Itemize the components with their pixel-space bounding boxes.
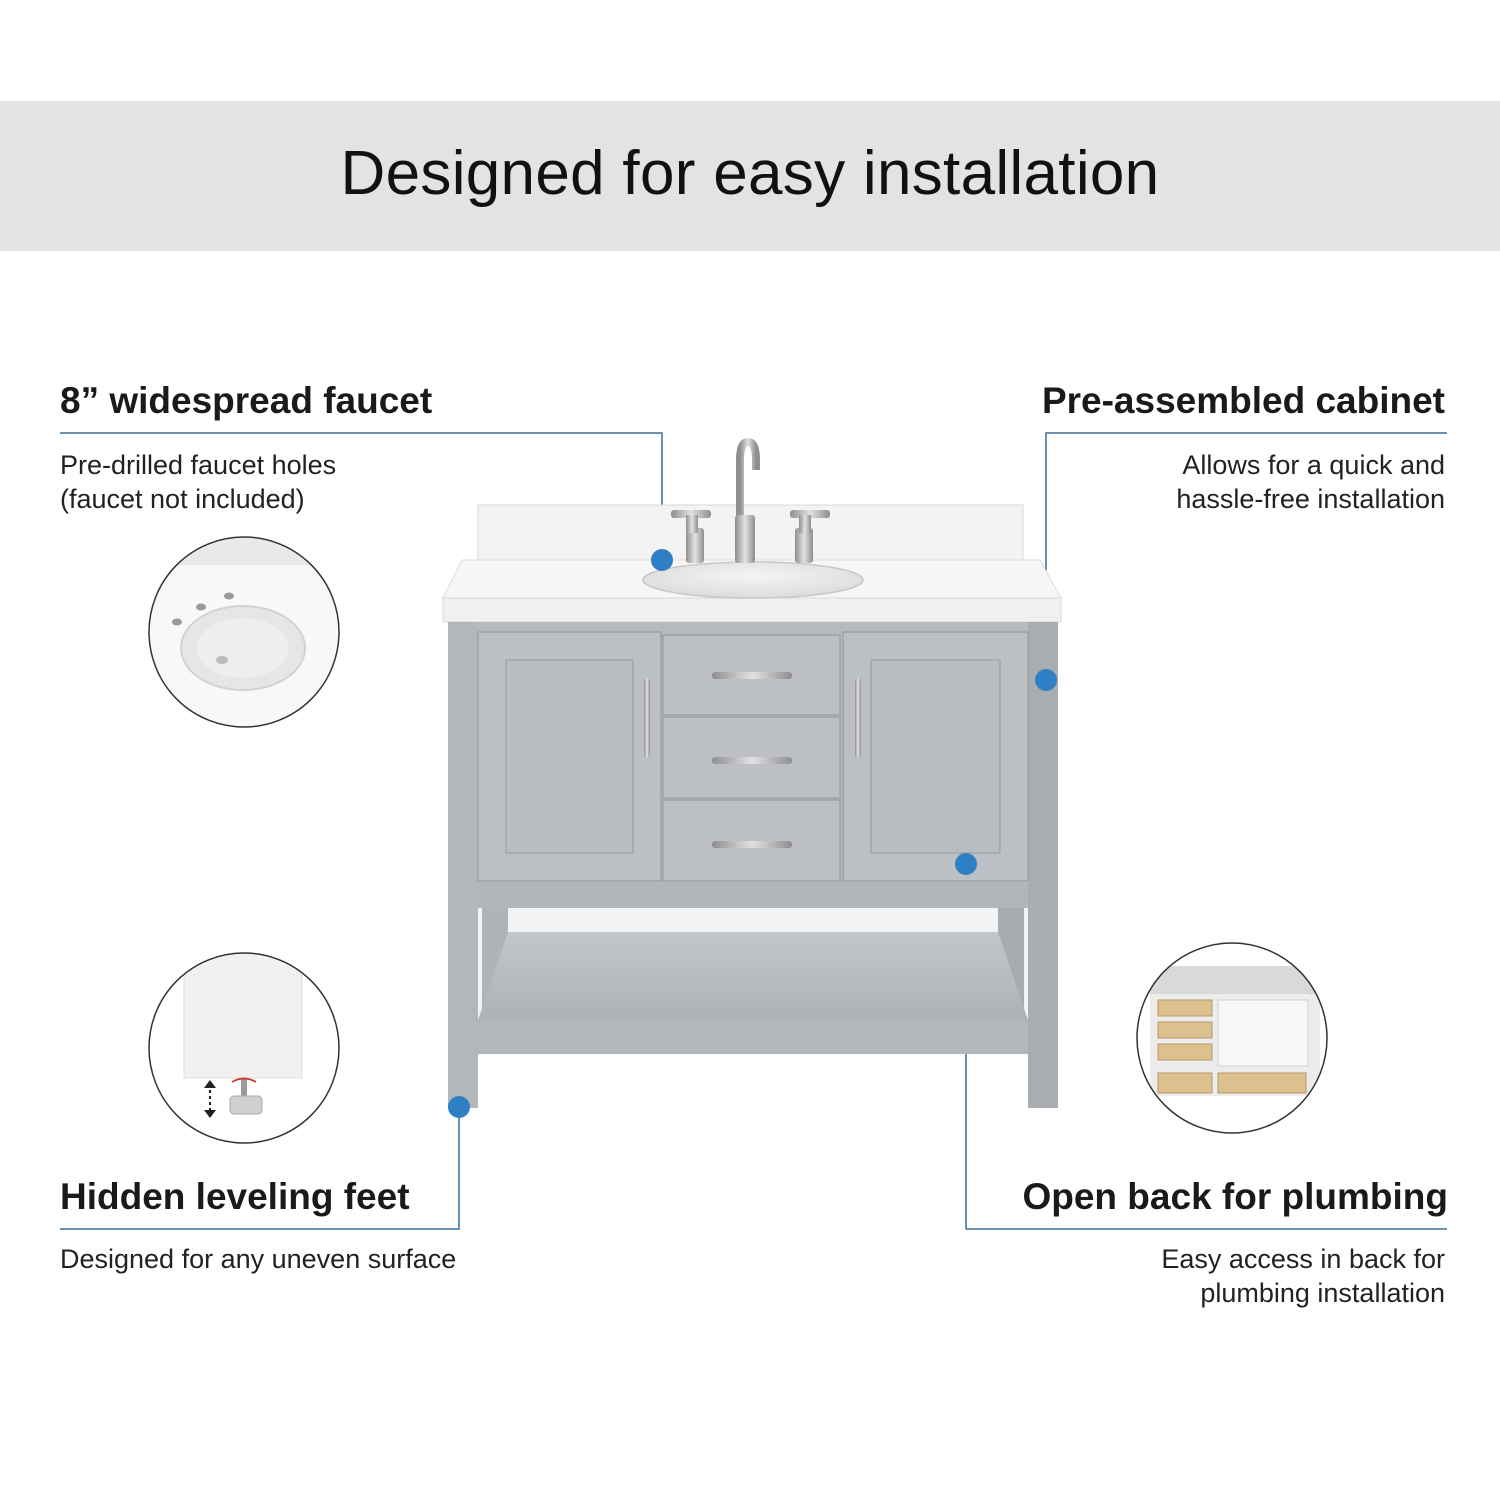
faucet-desc-line-1: Pre-drilled faucet holes <box>60 450 337 480</box>
drawer-bottom <box>662 799 841 882</box>
bottom-shelf <box>478 932 1028 1020</box>
plumbing-callout-dot <box>955 853 977 875</box>
callout-dots <box>448 549 1057 1118</box>
cabinet-handles <box>644 672 861 848</box>
plumbing-feature-title: Open back for plumbing <box>1022 1176 1448 1217</box>
page-title: Designed for easy installation <box>340 139 1160 208</box>
vanity-image <box>442 437 1062 1108</box>
plumbing-feature-description: Easy access in back for plumbing install… <box>1161 1242 1445 1310</box>
sink-basin <box>642 561 864 599</box>
cabinet-left-post <box>448 622 478 1108</box>
feet-feature-title: Hidden leveling feet <box>60 1176 410 1217</box>
faucet-feature-description: Pre-drilled faucet holes (faucet not inc… <box>60 448 336 516</box>
faucet <box>671 437 830 563</box>
feet-callout-line <box>60 1107 460 1230</box>
cabinet-callout-dot <box>1035 669 1057 691</box>
faucet-desc-line-2: (faucet not included) <box>60 484 305 514</box>
faucet-callout-dot <box>651 549 673 571</box>
plumbing-desc-line-2: plumbing installation <box>1200 1278 1445 1308</box>
feet-callout-dot <box>448 1096 470 1118</box>
cabinet-desc-line-1: Allows for a quick and <box>1182 450 1445 480</box>
feet-feature-description: Designed for any uneven surface <box>60 1242 456 1276</box>
plumbing-desc-line-1: Easy access in back for <box>1161 1244 1445 1274</box>
title-banner <box>0 101 1500 251</box>
cabinet-desc-line-2: hassle-free installation <box>1176 484 1445 514</box>
feet-desc-line-1: Designed for any uneven surface <box>60 1244 457 1274</box>
cabinet-right-post <box>1028 622 1058 1108</box>
faucet-feature-title: 8” widespread faucet <box>60 380 433 421</box>
cabinet-feature-title: Pre-assembled cabinet <box>1041 380 1445 421</box>
countertop-edge <box>442 597 1062 623</box>
cabinet-apron <box>478 883 1028 908</box>
leveling-foot-detail-image <box>148 952 340 1144</box>
open-back-detail-image <box>1136 942 1328 1134</box>
cabinet-callout-line <box>1045 432 1447 680</box>
faucet-detail-image <box>148 536 340 728</box>
cabinet-feature-description: Allows for a quick and hassle-free insta… <box>1176 448 1445 516</box>
